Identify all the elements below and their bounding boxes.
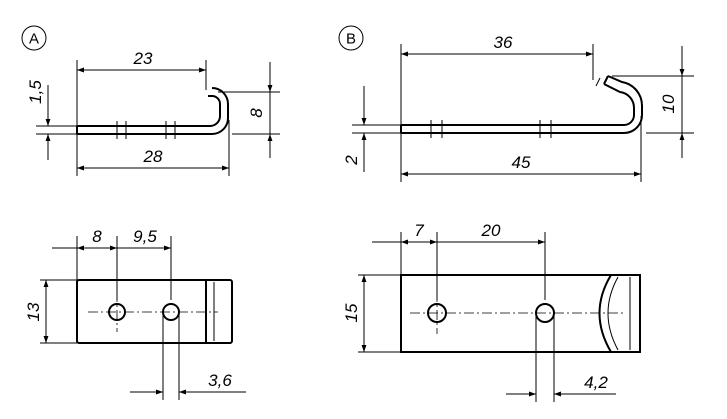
variant-a-label-text: A xyxy=(29,31,39,48)
dim-a-hole-1: 8 xyxy=(92,227,102,246)
variant-b-top-view: 7 20 15 4,2 xyxy=(342,221,641,402)
dim-b-thickness: 2 xyxy=(342,155,361,166)
dim-b-width: 15 xyxy=(342,303,361,322)
variant-b: B 36 45 xyxy=(338,25,694,402)
dim-a-overall-length: 28 xyxy=(143,147,163,166)
variant-a-top-view: 8 9,5 13 3,6 xyxy=(24,227,246,400)
dim-a-hole-pitch: 9,5 xyxy=(133,227,157,246)
dim-b-hole-dia: 4,2 xyxy=(584,373,608,392)
dim-a-height: 8 xyxy=(247,108,266,118)
dim-b-hook-length: 36 xyxy=(494,33,513,52)
dim-a-hole-dia: 3,6 xyxy=(208,371,232,390)
variant-a: A 23 28 xyxy=(21,25,280,400)
variant-b-side-view: 36 45 2 10 xyxy=(342,33,694,182)
dim-b-hole-pitch: 20 xyxy=(481,221,501,240)
variant-a-side-view: 23 28 1,5 8 xyxy=(26,49,280,176)
dim-a-thickness: 1,5 xyxy=(26,80,45,104)
dim-b-overall-length: 45 xyxy=(512,153,531,172)
dim-a-width: 13 xyxy=(24,302,43,321)
variant-b-label-text: B xyxy=(346,31,356,48)
dim-b-height: 10 xyxy=(659,94,678,113)
dim-a-hook-length: 23 xyxy=(133,49,153,68)
dim-b-hole-1: 7 xyxy=(414,221,424,240)
variant-b-label: B xyxy=(338,25,364,51)
variant-a-label: A xyxy=(21,25,47,51)
